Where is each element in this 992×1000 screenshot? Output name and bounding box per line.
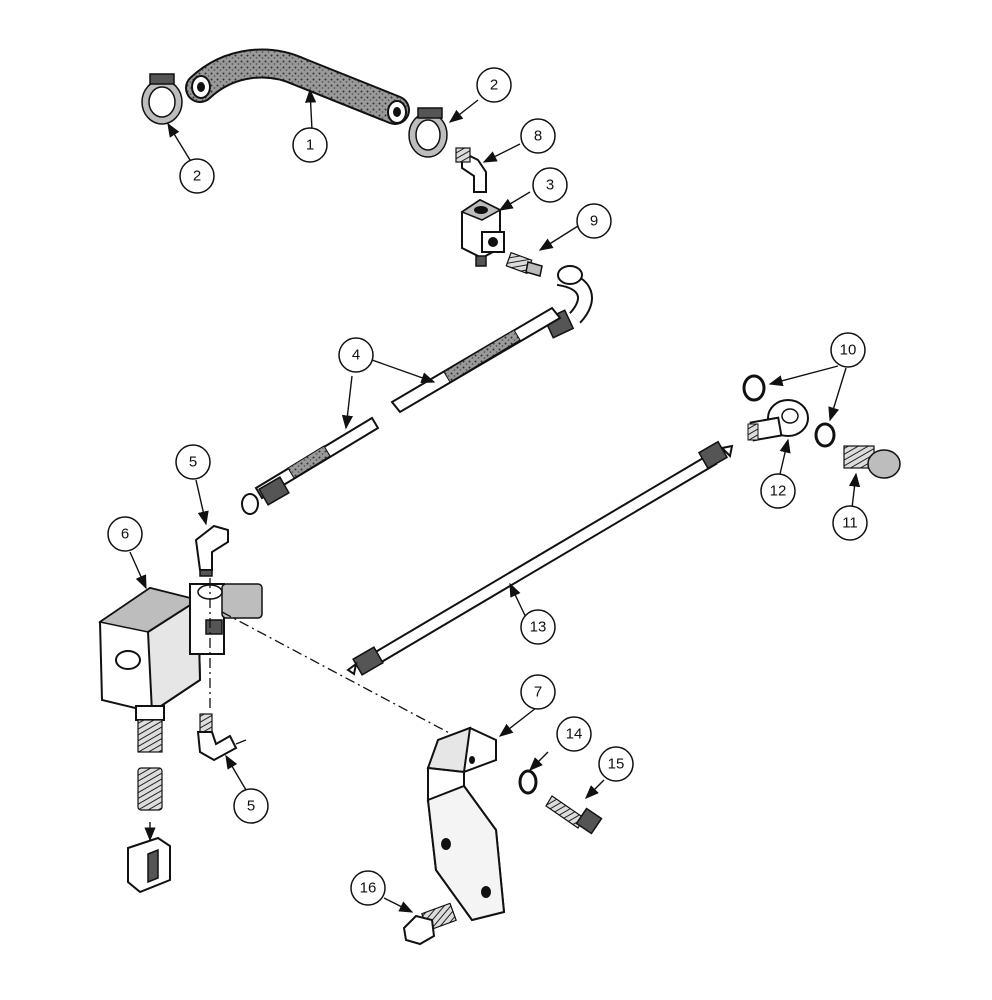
callout-1: 1 bbox=[292, 127, 328, 163]
washer-10-right bbox=[814, 422, 836, 448]
callout-14-label: 14 bbox=[566, 726, 583, 743]
banjo-fitting-12 bbox=[747, 399, 809, 442]
callout-7-label: 7 bbox=[534, 684, 542, 701]
callout-14: 14 bbox=[556, 716, 592, 752]
callout-7: 7 bbox=[520, 674, 556, 710]
flange-bolt-16 bbox=[402, 902, 457, 946]
washer-14 bbox=[518, 769, 538, 795]
fitting-9 bbox=[505, 251, 543, 277]
assembly-lines bbox=[209, 578, 471, 745]
callout-5-upper-label: 5 bbox=[189, 454, 197, 471]
tee-block-3 bbox=[460, 198, 505, 267]
callout-5-lower-label: 5 bbox=[247, 798, 255, 815]
callout-3-label: 3 bbox=[546, 177, 554, 194]
callout-9-label: 9 bbox=[590, 213, 598, 230]
callout-5-upper: 5 bbox=[175, 444, 211, 480]
solenoid-valve-6 bbox=[98, 583, 263, 753]
callout-10-label: 10 bbox=[840, 342, 857, 359]
callout-16-label: 16 bbox=[360, 880, 377, 897]
callout-3: 3 bbox=[532, 167, 568, 203]
callout-16: 16 bbox=[350, 870, 386, 906]
hose-clamp-right bbox=[408, 107, 448, 158]
elbow-5-lower bbox=[196, 713, 238, 762]
callout-4-label: 4 bbox=[352, 347, 360, 364]
hose-part bbox=[185, 48, 410, 125]
callout-13-label: 13 bbox=[530, 619, 547, 636]
callout-13: 13 bbox=[520, 609, 556, 645]
washer-10-left bbox=[742, 374, 766, 402]
callout-11-label: 11 bbox=[842, 515, 858, 532]
callout-2-right: 2 bbox=[476, 67, 512, 103]
callout-5-lower: 5 bbox=[233, 788, 269, 824]
banjo-bolt-11 bbox=[843, 445, 901, 479]
hose-clamp-left bbox=[141, 73, 183, 125]
bracket-7 bbox=[426, 726, 506, 922]
callout-8: 8 bbox=[520, 118, 556, 154]
callout-1-label: 1 bbox=[306, 137, 314, 154]
callout-6: 6 bbox=[107, 516, 143, 552]
callout-6-label: 6 bbox=[121, 526, 129, 543]
callout-8-label: 8 bbox=[534, 128, 542, 145]
callout-4: 4 bbox=[338, 337, 374, 373]
callout-15-label: 15 bbox=[608, 756, 625, 773]
callout-11: 11 bbox=[832, 505, 868, 541]
callout-2-left-label: 2 bbox=[193, 168, 201, 185]
callout-12: 12 bbox=[760, 473, 796, 509]
callout-10: 10 bbox=[830, 332, 866, 368]
callout-12-label: 12 bbox=[770, 483, 787, 500]
callout-9: 9 bbox=[576, 203, 612, 239]
callout-2-right-label: 2 bbox=[490, 77, 498, 94]
callout-15: 15 bbox=[598, 746, 634, 782]
elbow-5-upper bbox=[194, 524, 229, 577]
tube-13 bbox=[346, 440, 734, 676]
hose-assembly-4 bbox=[241, 265, 593, 515]
capscrew-15 bbox=[545, 795, 603, 835]
solenoid-connector bbox=[127, 767, 171, 894]
elbow-fitting-8 bbox=[455, 147, 487, 193]
leader-lines bbox=[129, 88, 861, 913]
callout-2-left: 2 bbox=[179, 158, 215, 194]
